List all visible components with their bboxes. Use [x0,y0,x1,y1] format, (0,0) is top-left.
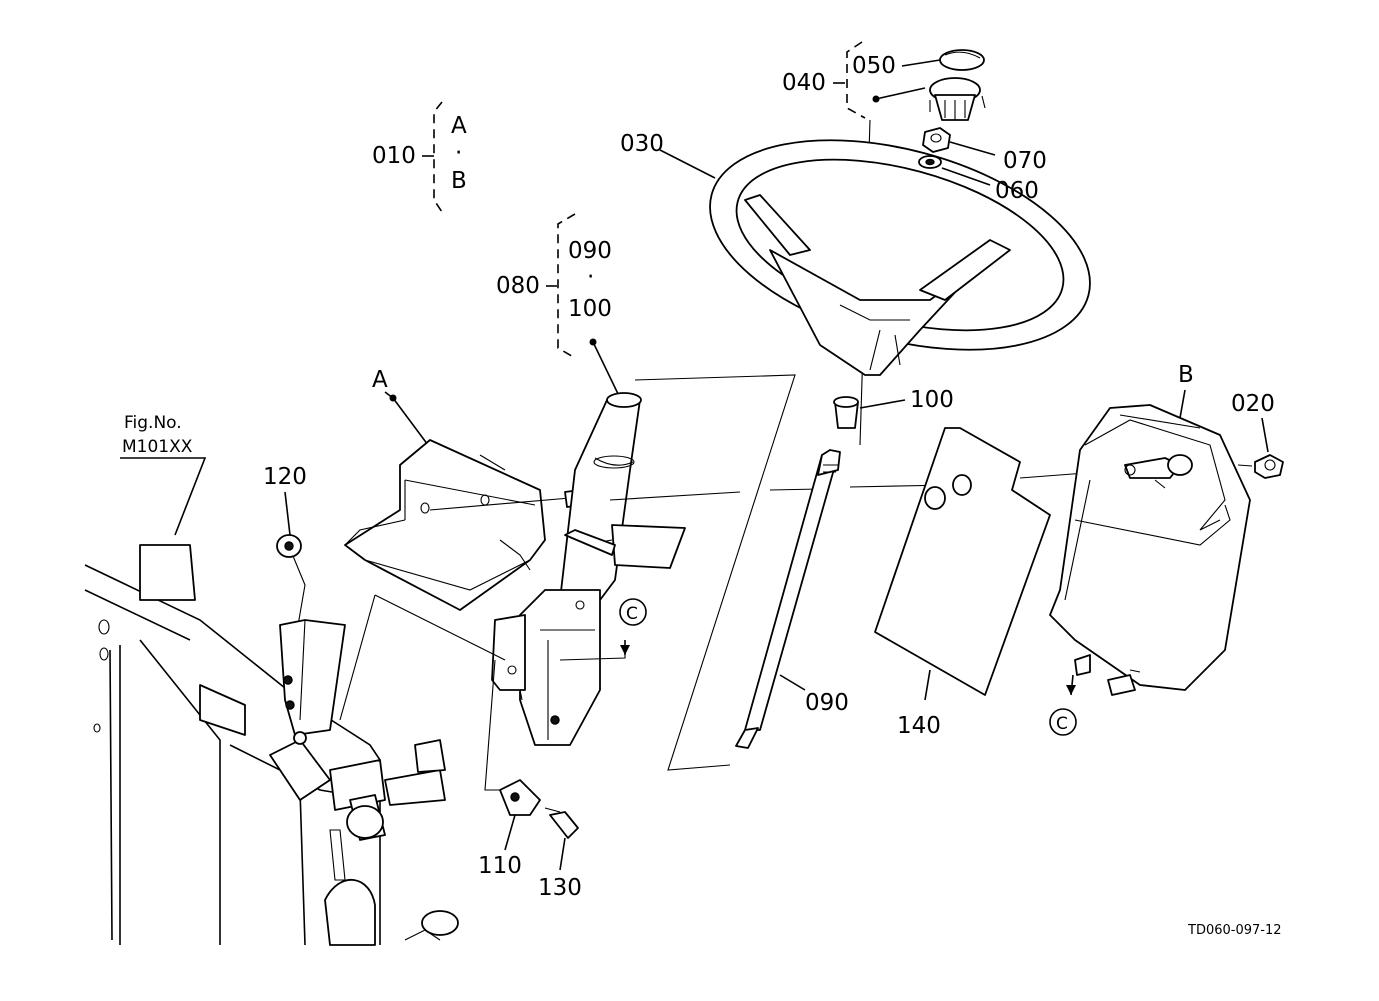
ref-c-left: C [619,598,647,655]
part-140-label: 140 [897,713,941,739]
part-070-label: 070 [1003,148,1047,174]
part-080-100-label: 100 [568,296,612,322]
part-060-label: 060 [995,178,1039,204]
dash-frame [84,544,459,946]
fig-code-label: M101XX [122,437,193,457]
part-040-label: 040 [782,70,826,96]
part-010-dot: · [455,140,462,166]
assembly-040: 040 050 [782,41,941,119]
part-140-panel: 140 [874,427,1051,739]
part-100-label: 100 [910,387,954,413]
part-110-label: 110 [478,853,522,879]
part-080-090-label: 090 [568,238,612,264]
part-050-label: 050 [852,53,896,79]
panel-a: A [344,367,583,611]
fig-no-label: Fig.No. [124,413,182,433]
part-110-clamp: 110 [478,779,541,879]
assembly-080: 080 090 · 100 [496,213,621,399]
ref-c1-label: C [626,604,638,624]
part-090-label: 090 [805,690,849,716]
steering-column [491,392,686,746]
part-040-cap [929,77,986,121]
assembly-010: 010 A · B [372,101,467,213]
part-090-shaft: 090 [735,449,849,749]
part-060-washer: 060 [918,155,1039,204]
frame-bracket [279,619,346,745]
part-080-dot: · [587,264,594,290]
part-100-bushing: 100 [833,387,954,429]
part-030-label: 030 [620,131,664,157]
drawing-id: TD060-097-12 [1187,923,1282,938]
part-050-emblem [939,49,985,71]
part-070-nut: 070 [922,127,1047,174]
part-020-screw: 020 [1231,391,1284,479]
part-080-label: 080 [496,273,540,299]
ref-c-right: C [1049,674,1077,736]
part-130-bolt: 130 [538,807,582,901]
part-030-steering-wheel: 030 [620,131,1091,376]
part-010-b-label: B [451,168,467,194]
part-120-label: 120 [263,464,307,490]
part-010-label: 010 [372,143,416,169]
part-010-a-label: A [451,113,467,139]
panel-b: B [1049,362,1251,696]
figure-reference: Fig.No. M101XX [120,413,207,536]
part-020-label: 020 [1231,391,1275,417]
ref-a-label: A [372,367,388,393]
ref-c2-label: C [1056,714,1068,734]
ref-b-label: B [1178,362,1194,388]
part-130-label: 130 [538,875,582,901]
